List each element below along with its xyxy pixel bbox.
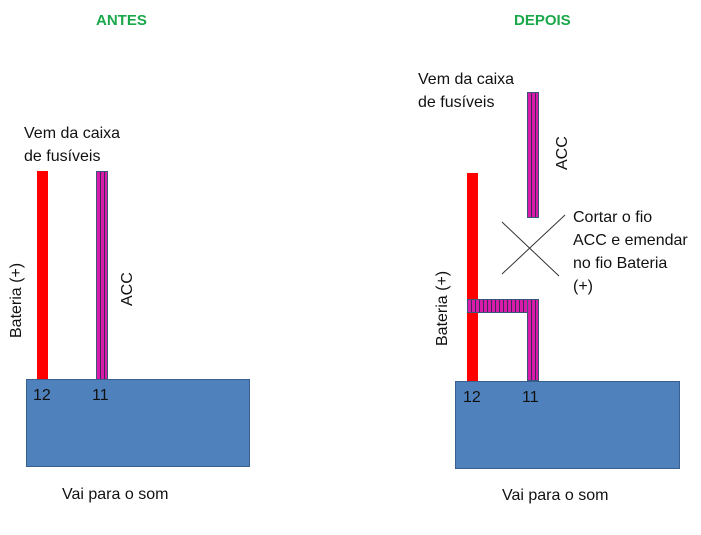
after-connector-box — [455, 381, 680, 469]
after-battery-wire — [467, 173, 478, 381]
instruction-line-1: Cortar o fio — [573, 209, 653, 226]
before-source-line2: de fusíveis — [24, 148, 101, 165]
before-pin-battery: 12 — [33, 387, 51, 404]
before-battery-wire — [37, 171, 48, 380]
before-source-label: Vem da caixa de fusíveis — [24, 122, 120, 168]
after-pin-battery: 12 — [463, 389, 481, 406]
before-connector-box — [26, 379, 250, 467]
before-title: ANTES — [96, 12, 147, 29]
instruction-line-4: (+) — [573, 278, 593, 295]
after-source-line2: de fusíveis — [418, 94, 495, 111]
instruction-line-3: no fio Bateria — [573, 255, 668, 272]
after-destination-label: Vai para o som — [502, 487, 609, 504]
after-source-line1: Vem da caixa — [418, 71, 515, 88]
after-instruction: Cortar o fio ACC e emendar no fio Bateri… — [573, 206, 688, 298]
before-destination-label: Vai para o som — [62, 486, 169, 503]
after-acc-wire-cut — [527, 92, 539, 218]
instruction-line-2: ACC e emendar — [573, 232, 688, 249]
after-battery-label: Bateria (+) — [434, 270, 451, 346]
after-source-label: Vem da caixa de fusíveis — [418, 68, 514, 114]
before-pin-acc: 11 — [92, 387, 109, 404]
after-splice-vertical — [527, 299, 539, 381]
after-pin-acc: 11 — [522, 389, 539, 406]
before-source-line1: Vem da caixa — [24, 125, 121, 142]
after-title: DEPOIS — [514, 12, 571, 29]
